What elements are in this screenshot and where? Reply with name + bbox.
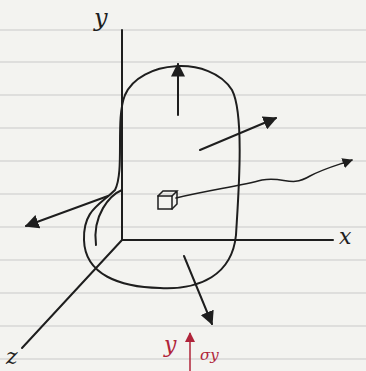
force-arrow (177, 64, 179, 115)
stress-arrow (189, 333, 191, 371)
force-arrow (26, 196, 108, 226)
ruled-lines (0, 30, 366, 359)
body-outline (84, 66, 240, 288)
stress-axis-label: y (164, 334, 176, 356)
axis-label: y (94, 6, 108, 30)
force-arrow (184, 256, 212, 324)
stress-symbol: σy (200, 348, 219, 363)
force-arrow (200, 118, 276, 150)
x-axis (122, 239, 333, 241)
axis-label: x (339, 226, 351, 248)
leader-arrow (176, 160, 352, 198)
z-axis (22, 240, 122, 348)
y-axis (121, 30, 123, 240)
element-cube (158, 191, 177, 209)
axis-label: z (6, 346, 18, 368)
